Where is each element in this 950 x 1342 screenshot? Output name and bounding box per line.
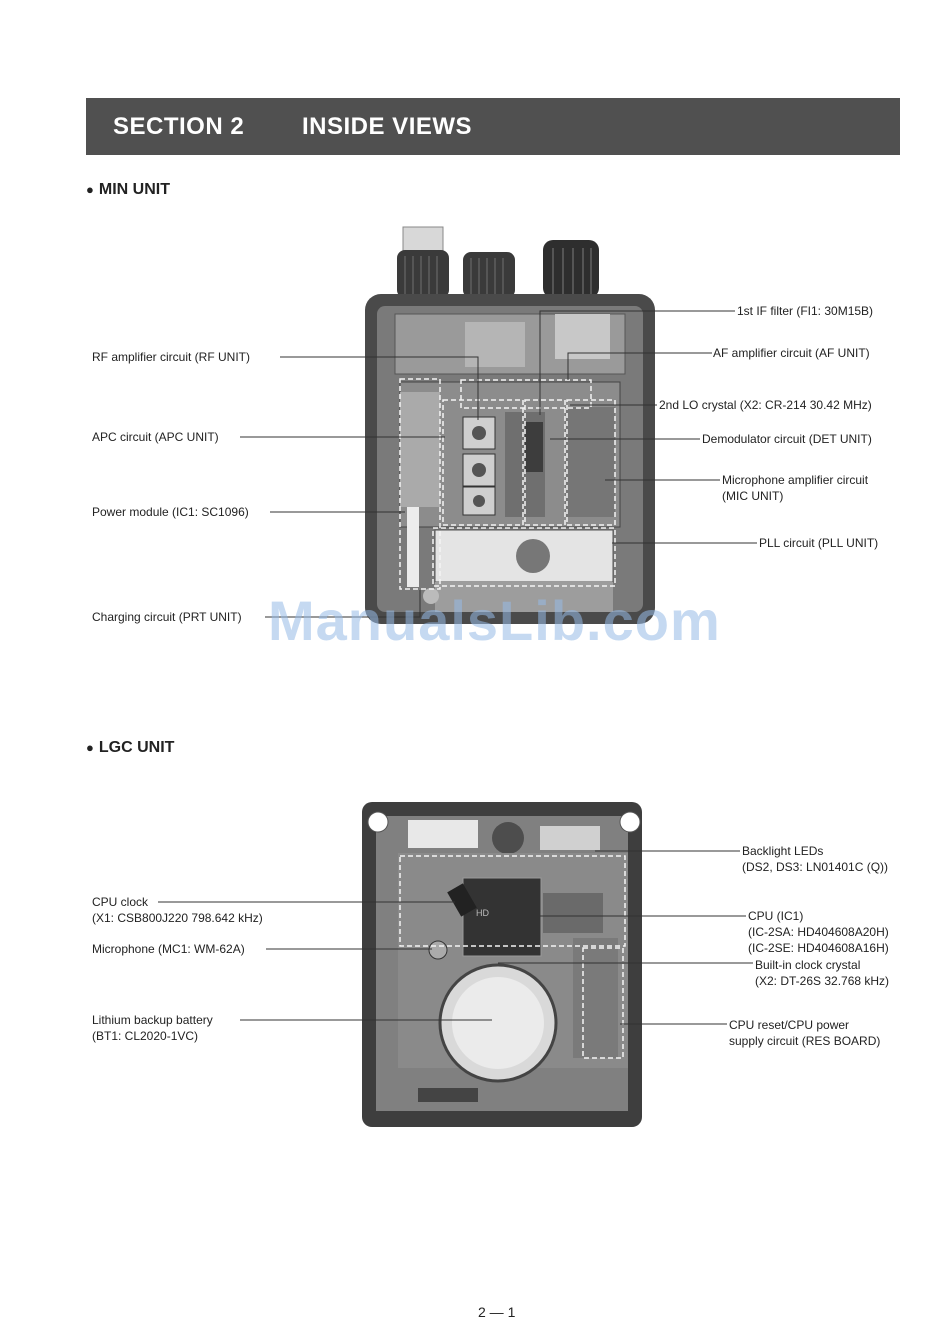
label-af-amplifier: AF amplifier circuit (AF UNIT) [713, 346, 870, 360]
label-apc-circuit: APC circuit (APC UNIT) [92, 430, 219, 444]
svg-text:HD: HD [476, 908, 489, 918]
label-2nd-lo-crystal: 2nd LO crystal (X2: CR-214 30.42 MHz) [659, 398, 872, 412]
label-cpu: CPU (IC1) [748, 909, 804, 923]
lgc-unit-heading-text: LGC UNIT [98, 739, 175, 756]
lgc-unit-photo: HD [362, 802, 642, 1127]
section-banner: SECTION 2 INSIDE VIEWS [86, 98, 900, 155]
label-1st-if-filter: 1st IF filter (FI1: 30M15B) [737, 304, 874, 318]
label-power-module: Power module (IC1: SC1096) [92, 505, 249, 519]
label-cpu-reset: CPU reset/CPU power [729, 1018, 850, 1032]
label-rf-amplifier: RF amplifier circuit (RF UNIT) [92, 350, 250, 364]
watermark: ManualsLib.com [268, 589, 721, 652]
label-clock-crystal: Built-in clock crystal [755, 958, 861, 972]
label-cpu-clock-part: (X1: CSB800J220 798.642 kHz) [92, 911, 263, 925]
min-unit-heading: ● MIN UNIT [86, 181, 170, 199]
section-title: INSIDE VIEWS [302, 113, 473, 140]
label-lithium-battery-part: (BT1: CL2020-1VC) [92, 1029, 199, 1043]
min-unit-photo [365, 226, 655, 624]
label-cpu-2se: (IC-2SE: HD404608A16H) [748, 941, 889, 955]
bullet-icon: ● [86, 182, 94, 197]
label-clock-crystal-part: (X2: DT-26S 32.768 kHz) [755, 974, 890, 988]
label-mic-unit: (MIC UNIT) [722, 489, 784, 503]
lgc-unit-heading: ● LGC UNIT [86, 739, 174, 757]
label-mic-amplifier: Microphone amplifier circuit [722, 473, 869, 487]
label-lithium-battery: Lithium backup battery [92, 1013, 213, 1027]
label-backlight-leds: Backlight LEDs [742, 844, 824, 858]
label-backlight-leds-part: (DS2, DS3: LN01401C (Q)) [742, 860, 889, 874]
page-number: 2 — 1 [478, 1304, 516, 1320]
label-demodulator: Demodulator circuit (DET UNIT) [702, 432, 872, 446]
min-unit-heading-text: MIN UNIT [98, 181, 170, 198]
label-cpu-2sa: (IC-2SA: HD404608A20H) [748, 925, 889, 939]
label-cpu-clock: CPU clock [92, 895, 149, 909]
section-label: SECTION 2 [113, 113, 245, 140]
label-cpu-reset-part: supply circuit (RES BOARD) [729, 1034, 881, 1048]
bullet-icon: ● [86, 740, 94, 755]
label-microphone: Microphone (MC1: WM-62A) [92, 942, 245, 956]
label-charging-circuit: Charging circuit (PRT UNIT) [92, 610, 242, 624]
label-pll-circuit: PLL circuit (PLL UNIT) [759, 536, 879, 550]
